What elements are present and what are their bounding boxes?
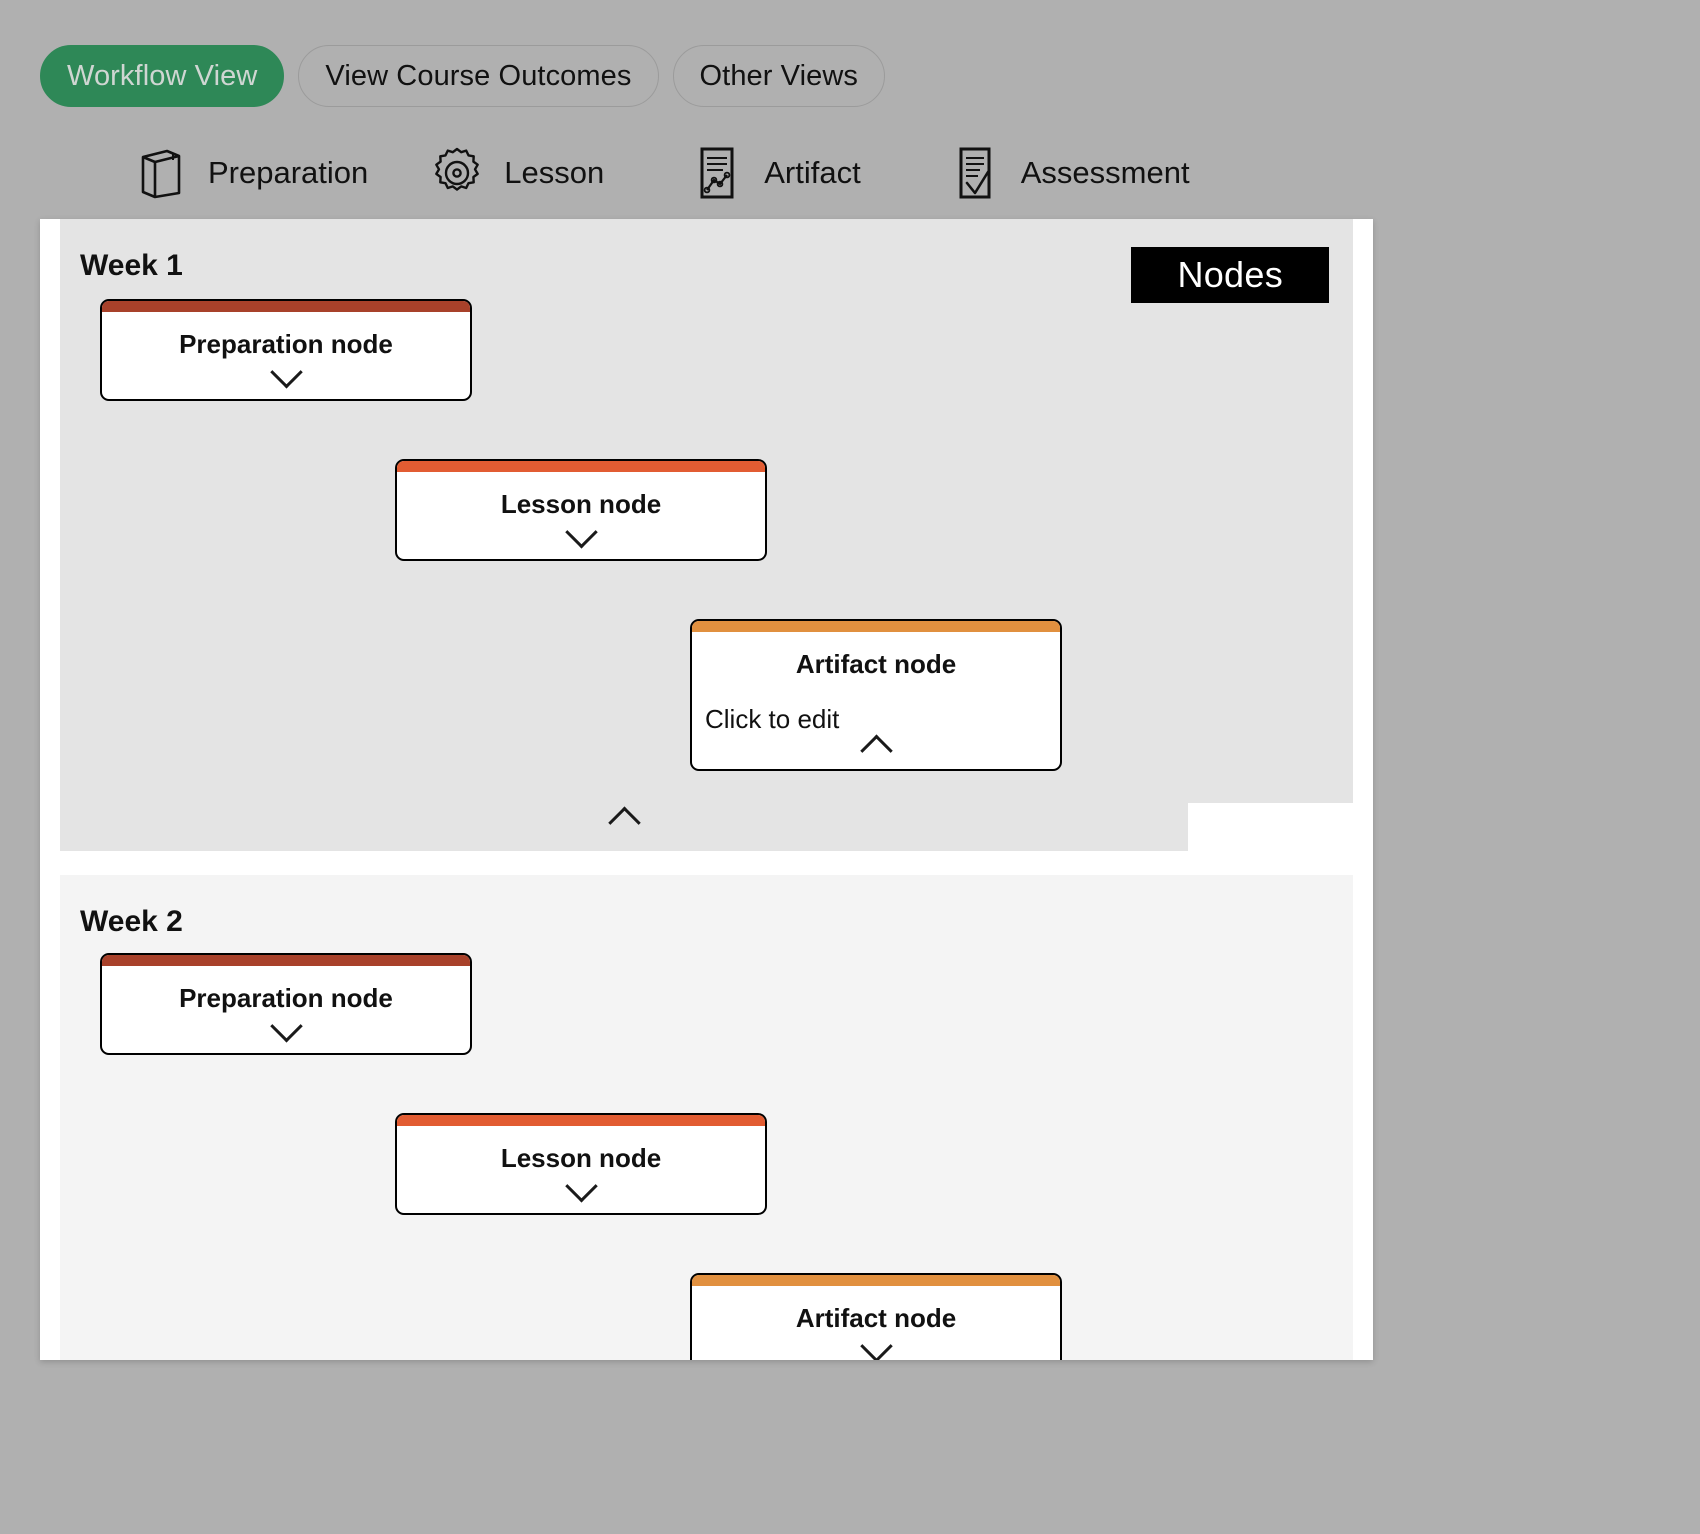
node-collapse-chevron[interactable] [692, 734, 1060, 768]
legend-label-preparation: Preparation [208, 155, 369, 190]
node-expand-chevron[interactable] [397, 515, 765, 552]
week-title: Week 2 [80, 905, 183, 938]
document-check-icon [943, 146, 1005, 200]
node-color-bar-preparation [102, 301, 470, 312]
book-icon [130, 147, 192, 199]
node-expand-chevron[interactable] [692, 1329, 1060, 1360]
gear-icon [426, 146, 488, 200]
node-lesson[interactable]: Lesson node [395, 459, 767, 561]
week-1-collapse-chevron[interactable] [60, 803, 1188, 851]
node-title: Artifact node [795, 649, 957, 679]
node-color-bar-lesson [397, 1115, 765, 1126]
node-color-bar-lesson [397, 461, 765, 472]
node-title: Artifact node [795, 1303, 957, 1333]
view-mode-other-views[interactable]: Other Views [672, 45, 886, 107]
node-body-text[interactable]: Click to edit [705, 704, 840, 734]
view-mode-view-course-outcomes[interactable]: View Course Outcomes [298, 45, 659, 107]
node-preparation[interactable]: Preparation node [100, 299, 472, 401]
week-section-2: Week 2 Preparation node Lesson node Arti… [60, 875, 1353, 1360]
workflow-panel: Week 1 Nodes Preparation node Lesson nod… [40, 219, 1373, 1360]
node-title: Preparation node [179, 329, 393, 359]
node-preparation[interactable]: Preparation node [100, 953, 472, 1055]
view-mode-workflow-view[interactable]: Workflow View [40, 45, 285, 107]
node-lesson[interactable]: Lesson node [395, 1113, 767, 1215]
node-artifact[interactable]: Artifact node Click to edit [690, 619, 1062, 771]
legend-label-lesson: Lesson [504, 155, 605, 190]
week-section-1: Week 1 Nodes Preparation node Lesson nod… [60, 219, 1353, 803]
week-divider [40, 851, 1373, 875]
node-title: Lesson node [500, 489, 662, 519]
node-title: Lesson node [500, 1143, 662, 1173]
legend-label-artifact: Artifact [764, 155, 861, 190]
node-color-bar-artifact [692, 621, 1060, 632]
node-expand-chevron[interactable] [102, 355, 470, 392]
node-expand-chevron[interactable] [102, 1009, 470, 1046]
nodes-badge: Nodes [1131, 247, 1329, 303]
legend-item-lesson[interactable]: Lesson [426, 146, 604, 200]
legend-item-preparation[interactable]: Preparation [130, 147, 368, 199]
node-color-bar-preparation [102, 955, 470, 966]
node-color-bar-artifact [692, 1275, 1060, 1286]
legend-label-assessment: Assessment [1020, 155, 1190, 190]
legend-item-artifact[interactable]: Artifact [686, 146, 861, 200]
node-artifact[interactable]: Artifact node [690, 1273, 1062, 1360]
node-type-legend: Preparation Lesson Artifact [130, 146, 1226, 200]
view-mode-bar: Workflow View View Course Outcomes Other… [40, 45, 886, 107]
document-chart-icon [686, 146, 748, 200]
legend-item-assessment[interactable]: Assessment [943, 146, 1190, 200]
node-title: Preparation node [179, 983, 393, 1013]
week-title: Week 1 [80, 249, 183, 282]
node-expand-chevron[interactable] [397, 1169, 765, 1206]
